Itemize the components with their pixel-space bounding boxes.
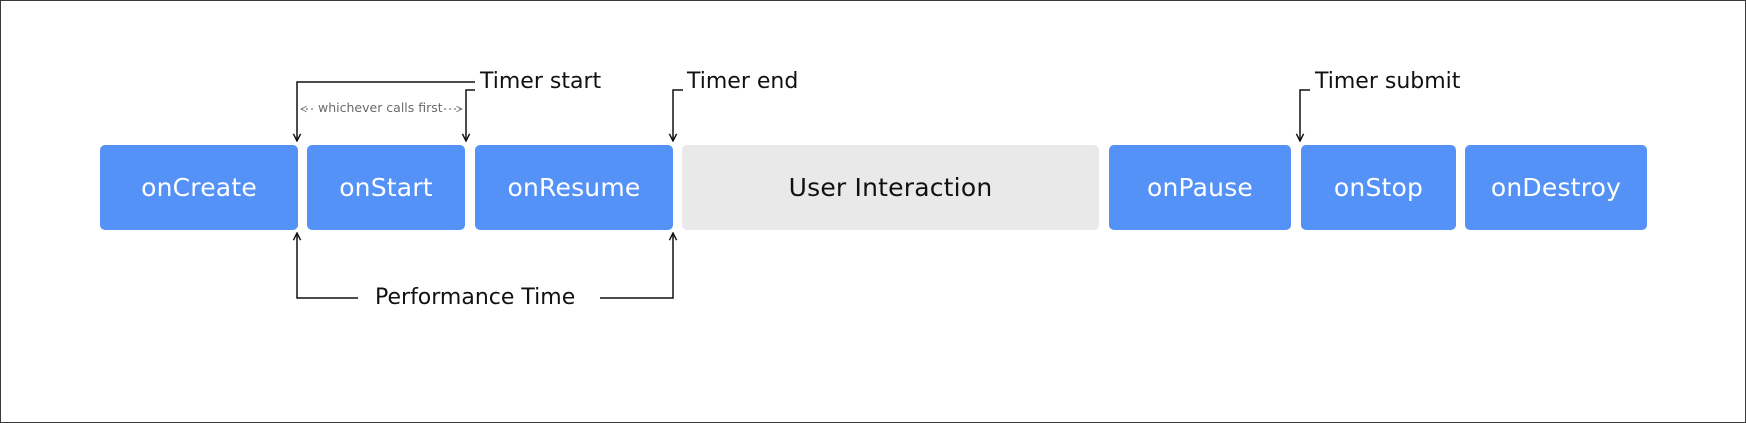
onstart-box: onStart bbox=[307, 145, 465, 230]
performance-time-label: Performance Time bbox=[375, 285, 576, 310]
performance-time-bracket bbox=[297, 233, 673, 299]
timer-submit-connector bbox=[1300, 89, 1310, 141]
timer-end-connector bbox=[673, 89, 683, 141]
timer-start-connector bbox=[297, 81, 475, 141]
onpause-box: onPause bbox=[1109, 145, 1291, 230]
onresume-box: onResume bbox=[475, 145, 673, 230]
onstart-label: onStart bbox=[339, 173, 433, 202]
onpause-label: onPause bbox=[1146, 173, 1254, 202]
whichever-calls-first-label: whichever calls first bbox=[318, 100, 443, 115]
onresume-label: onResume bbox=[507, 173, 641, 202]
timer-start-label: Timer start bbox=[480, 69, 602, 94]
user-interaction-box: User Interaction bbox=[682, 145, 1099, 230]
oncreate-label: onCreate bbox=[141, 173, 257, 202]
onstop-label: onStop bbox=[1333, 173, 1424, 202]
timer-submit-label: Timer submit bbox=[1315, 69, 1461, 94]
user-interaction-label: User Interaction bbox=[788, 173, 993, 202]
onstop-box: onStop bbox=[1301, 145, 1456, 230]
timer-end-label: Timer end bbox=[687, 69, 799, 94]
ondestroy-box: onDestroy bbox=[1465, 145, 1647, 230]
oncreate-box: onCreate bbox=[100, 145, 298, 230]
ondestroy-label: onDestroy bbox=[1490, 173, 1622, 202]
